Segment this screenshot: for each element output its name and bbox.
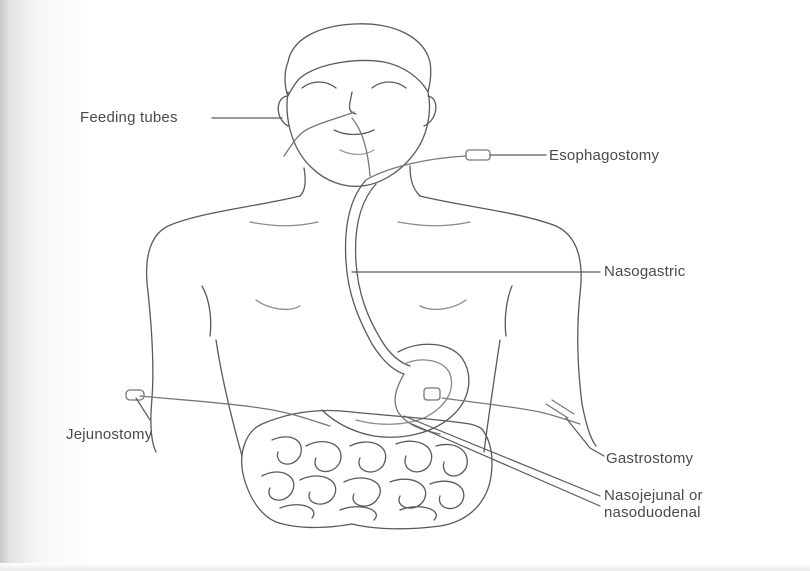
chest-right [420,300,466,309]
leader-nasojejunal [404,416,600,496]
esophagus-inner [356,184,410,366]
gastrostomy-port [424,388,440,400]
collarbone-right [398,222,470,226]
face-outline [287,92,430,186]
jejunostomy-tube [126,390,330,426]
left-forearm [151,398,156,452]
bowel-loop-10 [430,481,464,508]
left-eye [302,82,336,88]
neck-left [300,168,305,196]
chin-shadow [340,150,374,155]
left-armpit [202,286,211,336]
right-armpit [505,286,512,336]
leader-jejunostomy [136,398,150,420]
bowel-loop-8 [344,478,380,506]
left-torso-side [216,340,242,456]
nose [350,92,357,114]
chest-left [256,300,300,309]
bowel-loop-12 [340,507,376,520]
label-nasojejunal-line1: Nasojejunal or [604,487,703,504]
collarbone-left [250,222,318,226]
esophagostomy-port [466,150,490,160]
bowel-loop-3 [350,442,386,472]
esophagostomy-tube [366,150,490,180]
bowel-loop-11 [280,505,314,518]
esophagus-outer [346,180,404,374]
bowel-loop-5 [436,444,467,476]
bowel-loop-9 [390,479,426,508]
left-shoulder [147,196,300,398]
jejunostomy-port [126,390,144,400]
leader-gastrostomy [566,418,604,456]
esophagostomy-tube-line [366,156,466,180]
label-feeding-tubes: Feeding tubes [80,109,178,126]
nasojejunal-tube [395,374,440,434]
bowel-loop-4 [396,441,432,472]
transverse-colon [262,411,484,433]
label-gastrostomy: Gastrostomy [606,450,693,467]
nasojejunal-tube-line [395,374,440,434]
bowel-loop-2 [306,442,341,472]
jejunostomy-tube-line [140,396,330,426]
right-shoulder [420,196,582,404]
gastrostomy-tube [424,388,580,424]
label-nasojejunal-line2: nasoduodenal [604,504,701,521]
intestines [242,411,492,529]
bowel-loop-13 [400,507,436,520]
head [278,24,436,187]
label-nasogastric: Nasogastric [604,263,685,280]
label-jejunostomy: Jejunostomy [66,426,152,443]
tube-into-throat [352,118,370,176]
torso [147,166,596,456]
bottom-edge-shade [0,563,810,571]
stomach-inner [356,360,452,424]
bowel-loop-6 [262,472,294,500]
neck-right [410,166,420,196]
leader-nasoduodenal [412,424,600,506]
mouth [334,130,374,135]
label-esophagostomy: Esophagostomy [549,147,659,164]
bowel-loop-1 [272,437,301,464]
right-eye [372,82,406,88]
nasogastric-tube [284,112,410,374]
bowel-loop-7 [300,476,336,504]
